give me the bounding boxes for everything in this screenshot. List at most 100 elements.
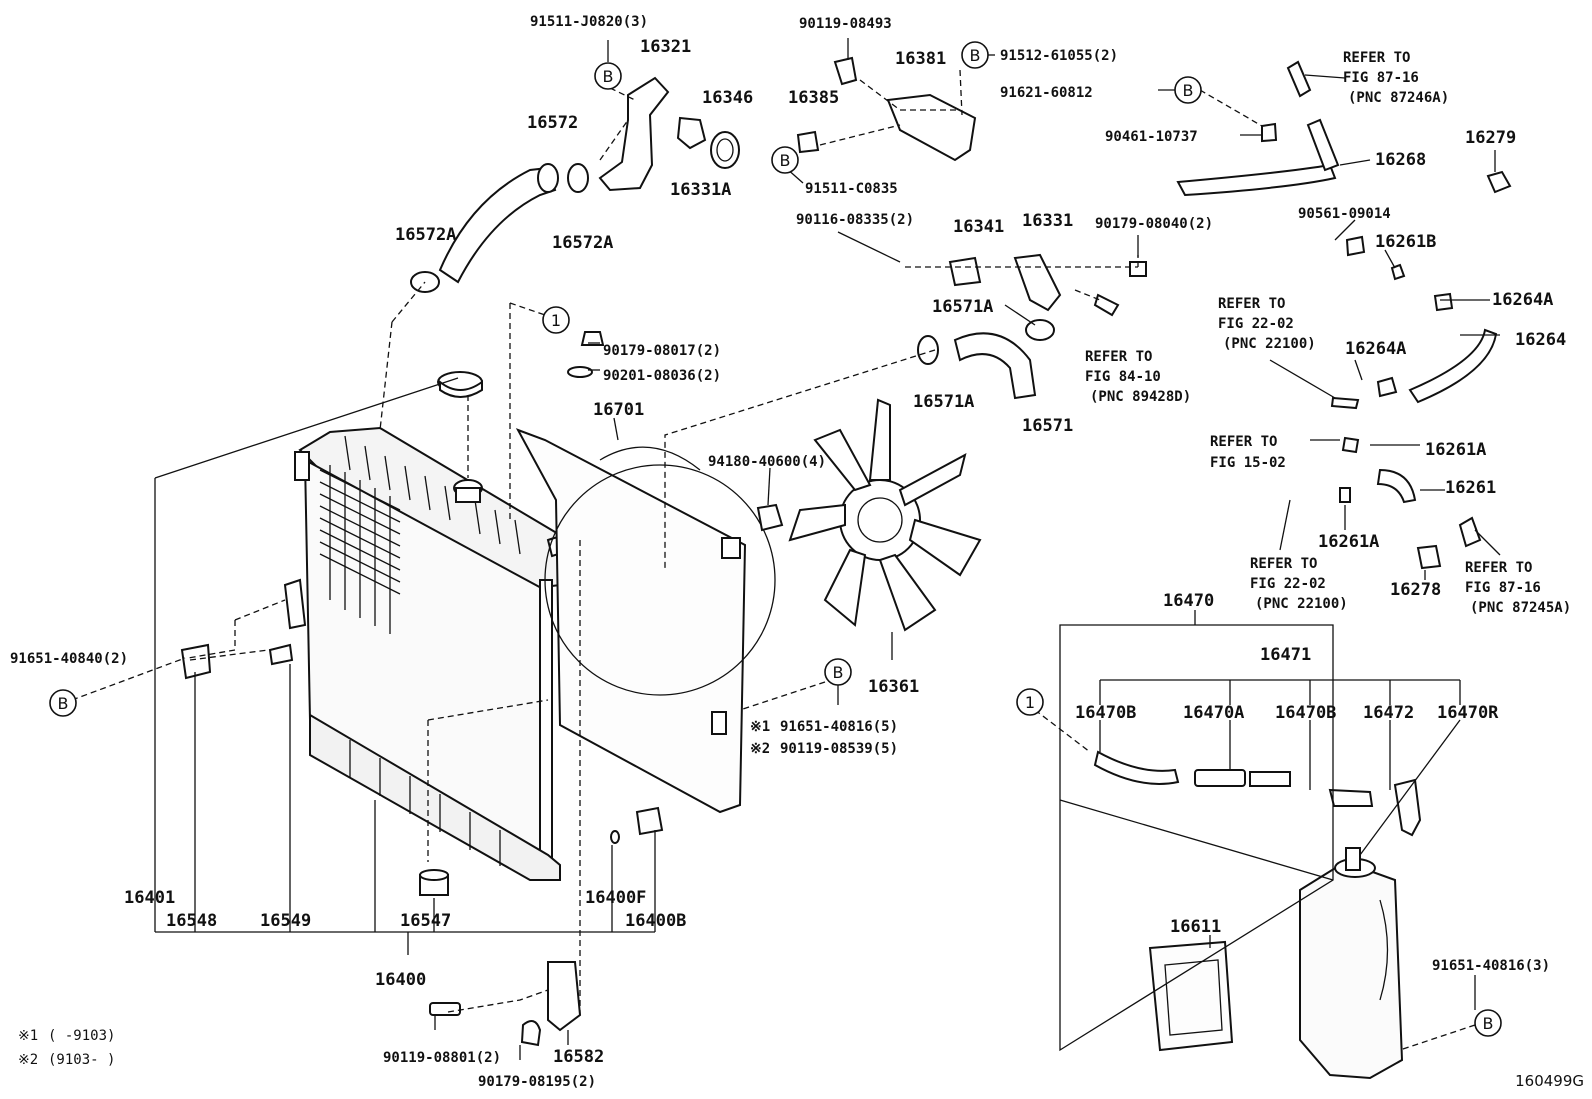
- note1-mark-a: ※1: [750, 719, 770, 735]
- ref-fig84-10: REFER TO FIG 84-10 (PNC 89428D): [1085, 349, 1191, 405]
- reservoir-hose-set: [1093, 750, 1422, 837]
- b-marker-1: B: [594, 62, 622, 90]
- label-90119-08493: 90119-08493: [799, 16, 892, 32]
- label-16571a-bottom: 16571A: [913, 392, 974, 412]
- ref-fig15-02: REFER TO FIG 15-02: [1210, 434, 1286, 471]
- label-16572a-left: 16572A: [395, 225, 456, 245]
- label-16279: 16279: [1465, 128, 1516, 148]
- label-16470: 16470: [1163, 591, 1214, 611]
- svg-text:B: B: [603, 67, 614, 86]
- label-16400: 16400: [375, 970, 426, 990]
- svg-text:REFER TO: REFER TO: [1343, 50, 1410, 66]
- label-91621-60812: 91621-60812: [1000, 85, 1093, 101]
- svg-text:B: B: [970, 46, 981, 65]
- svg-text:(PNC 87246A): (PNC 87246A): [1348, 90, 1449, 106]
- label-16470b-1: 16470B: [1075, 703, 1136, 723]
- footnotes: ※1 ( -9103) ※2 (9103- ): [18, 1028, 115, 1068]
- reservoir-tank: [1148, 847, 1404, 1080]
- svg-text:FIG 84-10: FIG 84-10: [1085, 369, 1161, 385]
- thermostat-group: [796, 56, 1147, 400]
- label-90119-08539-5: 90119-08539(5): [780, 741, 898, 757]
- svg-text:REFER TO: REFER TO: [1465, 560, 1532, 576]
- label-16341: 16341: [953, 217, 1004, 237]
- label-16470a: 16470A: [1183, 703, 1244, 723]
- label-16278: 16278: [1390, 580, 1441, 600]
- b-marker-2: B: [961, 41, 989, 69]
- label-90179-08195: 90179-08195(2): [478, 1074, 596, 1090]
- label-94180-40600: 94180-40600(4): [708, 454, 826, 470]
- reference-notes: REFER TO FIG 87-16 (PNC 87246A) REFER TO…: [1085, 50, 1571, 616]
- label-91651-40816-3: 91651-40816(3): [1432, 958, 1550, 974]
- b-marker-5: B: [49, 689, 77, 717]
- label-16264a-mid: 16264A: [1345, 339, 1406, 359]
- right-small-parts: [1176, 60, 1512, 570]
- label-16261: 16261: [1445, 478, 1496, 498]
- svg-text:B: B: [780, 151, 791, 170]
- part-labels: 91511-J0820(3) 16321 16346 16572 16331A …: [10, 14, 1566, 1090]
- label-16261a-bottom: 16261A: [1318, 532, 1379, 552]
- label-16547: 16547: [400, 911, 451, 931]
- svg-text:B: B: [58, 694, 69, 713]
- label-16321: 16321: [640, 37, 691, 57]
- ref-fig87-16-a: REFER TO FIG 87-16 (PNC 87246A): [1343, 50, 1449, 106]
- svg-text:1: 1: [1025, 693, 1035, 712]
- label-16268: 16268: [1375, 150, 1426, 170]
- label-91511-j0820: 91511-J0820(3): [530, 14, 648, 30]
- upper-hose-group: [410, 76, 740, 293]
- svg-text:B: B: [1183, 81, 1194, 100]
- svg-text:(PNC 89428D): (PNC 89428D): [1090, 389, 1191, 405]
- svg-text:B: B: [1483, 1014, 1494, 1033]
- svg-text:FIG 22-02: FIG 22-02: [1218, 316, 1294, 332]
- b-marker-6: B: [824, 658, 852, 686]
- b-marker-7: B: [1474, 1009, 1502, 1037]
- note1-mark: ※1: [18, 1028, 38, 1044]
- b-marker-3: B: [771, 146, 799, 174]
- ref-marker-1-top: 1: [542, 306, 570, 334]
- svg-text:FIG 22-02: FIG 22-02: [1250, 576, 1326, 592]
- label-91511-c0835: 91511-C0835: [805, 181, 898, 197]
- svg-text:FIG 15-02: FIG 15-02: [1210, 455, 1286, 471]
- svg-text:REFER TO: REFER TO: [1210, 434, 1277, 450]
- cooling-fan: [788, 398, 982, 632]
- svg-text:REFER TO: REFER TO: [1250, 556, 1317, 572]
- svg-text:FIG 87-16: FIG 87-16: [1465, 580, 1541, 596]
- label-90116-08335: 90116-08335(2): [796, 212, 914, 228]
- radiator-cap: [437, 371, 483, 398]
- label-16571a-top: 16571A: [932, 297, 993, 317]
- label-16611: 16611: [1170, 917, 1221, 937]
- label-16264a-top: 16264A: [1492, 290, 1553, 310]
- ref-fig22-02-a: REFER TO FIG 22-02 (PNC 22100): [1218, 296, 1316, 352]
- label-16572a-right: 16572A: [552, 233, 613, 253]
- svg-text:(PNC 22100): (PNC 22100): [1223, 336, 1316, 352]
- svg-text:(PNC 87245A): (PNC 87245A): [1470, 600, 1571, 616]
- label-16549: 16549: [260, 911, 311, 931]
- svg-text:1: 1: [551, 311, 561, 330]
- label-90561-09014: 90561-09014: [1298, 206, 1391, 222]
- ref-fig22-02-b: REFER TO FIG 22-02 (PNC 22100): [1250, 556, 1348, 612]
- label-16331a: 16331A: [670, 180, 731, 200]
- label-16470b-2: 16470B: [1275, 703, 1336, 723]
- label-16264: 16264: [1515, 330, 1566, 350]
- svg-text:FIG 87-16: FIG 87-16: [1343, 70, 1419, 86]
- note2-mark-a: ※2: [750, 741, 770, 757]
- label-16381: 16381: [895, 49, 946, 69]
- label-16331: 16331: [1022, 211, 1073, 231]
- label-16472: 16472: [1363, 703, 1414, 723]
- fan-shroud: [515, 428, 776, 814]
- leader-lines: [71, 38, 1501, 1060]
- illustration-id: 160499G: [1515, 1072, 1584, 1090]
- label-16385: 16385: [788, 88, 839, 108]
- svg-text:REFER TO: REFER TO: [1218, 296, 1285, 312]
- ref-marker-1-right: 1: [1016, 688, 1044, 716]
- label-90179-08040: 90179-08040(2): [1095, 216, 1213, 232]
- label-16361: 16361: [868, 677, 919, 697]
- label-16400f: 16400F: [585, 888, 646, 908]
- note2-range: (9103- ): [48, 1052, 115, 1068]
- label-16572: 16572: [527, 113, 578, 133]
- note2-mark: ※2: [18, 1052, 38, 1068]
- label-16470r: 16470R: [1437, 703, 1499, 723]
- svg-text:B: B: [833, 663, 844, 682]
- note1-range: ( -9103): [48, 1028, 115, 1044]
- label-16261a-top: 16261A: [1425, 440, 1486, 460]
